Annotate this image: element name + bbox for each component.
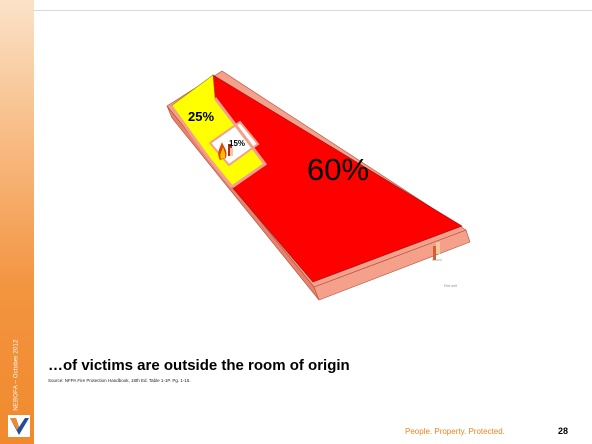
footer-tagline: People. Property. Protected. [405, 427, 505, 436]
inner-wall [213, 97, 268, 189]
sidebar-date-label: NEBOFA – October 2012 [14, 339, 20, 411]
room-of-origin-label: 15% [229, 139, 245, 148]
slide-title: …of victims are outside the room of orig… [48, 357, 350, 374]
page-number: 28 [558, 426, 569, 436]
exit-label: Fire exit [444, 284, 457, 288]
outside-area-label: 60% [307, 152, 369, 187]
top-divider [34, 10, 592, 11]
checkmark-logo-icon [8, 415, 30, 437]
sidebar-vertical-text: NEBOFA – October 2012 [2, 335, 32, 415]
source-citation: Source: NFPA Fire Protection Handbook, 1… [48, 378, 191, 383]
exit-door-icon [432, 242, 442, 261]
adjacent-area-label: 25% [188, 109, 214, 124]
fire-icon [218, 142, 233, 160]
fire-victims-floorplan: Fire exit 25% 15% 60% [166, 70, 471, 301]
sidebar-gradient: NEBOFA – October 2012 [0, 0, 34, 444]
inner-wall [169, 105, 234, 188]
